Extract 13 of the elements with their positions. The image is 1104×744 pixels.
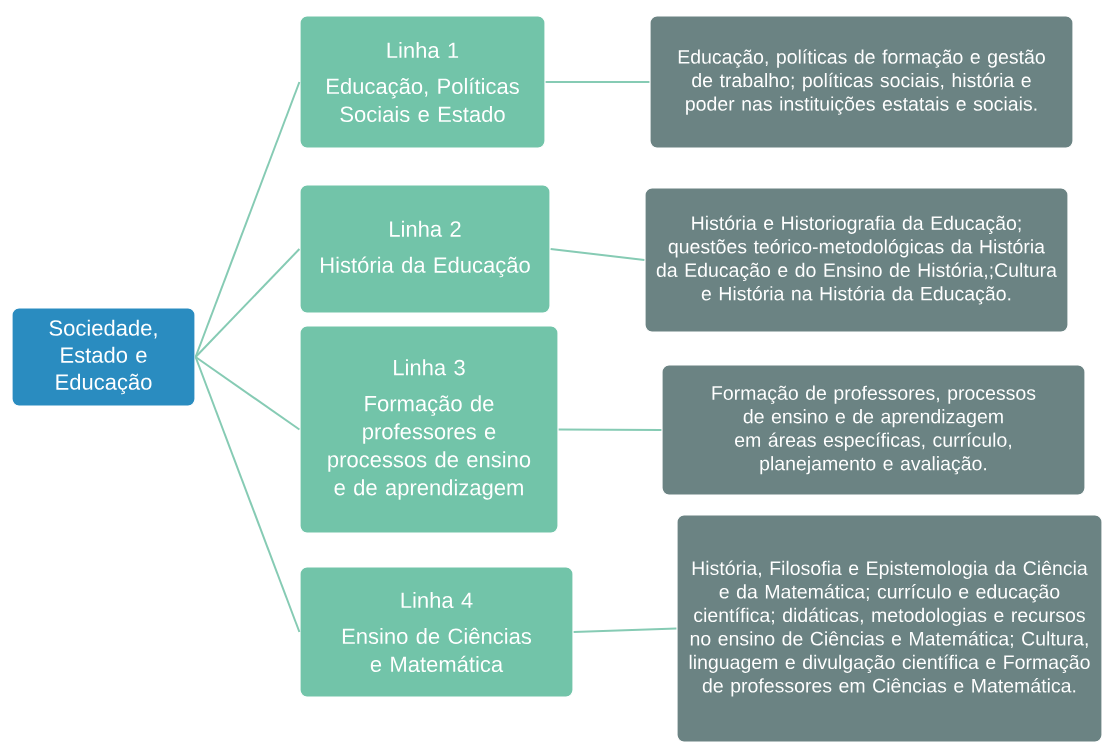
connector-line <box>572 627 678 633</box>
description-box: Formação de professores, processos de ensino e de aprendizagem em áreas específicas, currículo, planejamento e avaliação. <box>661 364 1086 496</box>
topic-box: Sociedade, Estado e Educação <box>11 307 196 407</box>
connector-line <box>549 248 646 261</box>
connector-line <box>194 356 301 633</box>
connector-line <box>194 356 301 431</box>
connector-line <box>557 428 663 431</box>
connector-line <box>194 81 301 358</box>
connector-line <box>194 248 301 358</box>
description-box: História e Historiografia da Educação; questões teórico-metodológicas da História da Educação e do Ensino de História,;Cultura e História na História da Educação. <box>644 187 1069 333</box>
description-box: Educação, políticas de formação e gestão de trabalho; políticas sociais, história e poder nas instituições estatais e sociais. <box>649 15 1074 149</box>
description-box: História, Filosofia e Epistemologia da Ciência e da Matemática; currículo e educação científica; didáticas, metodologias e recursos no ensino de Ciências e Matemática; Cultura, linguagem e divulgação científica e Formação de professores em Ciências e Matemática. <box>676 514 1103 743</box>
connector-line <box>544 81 651 83</box>
